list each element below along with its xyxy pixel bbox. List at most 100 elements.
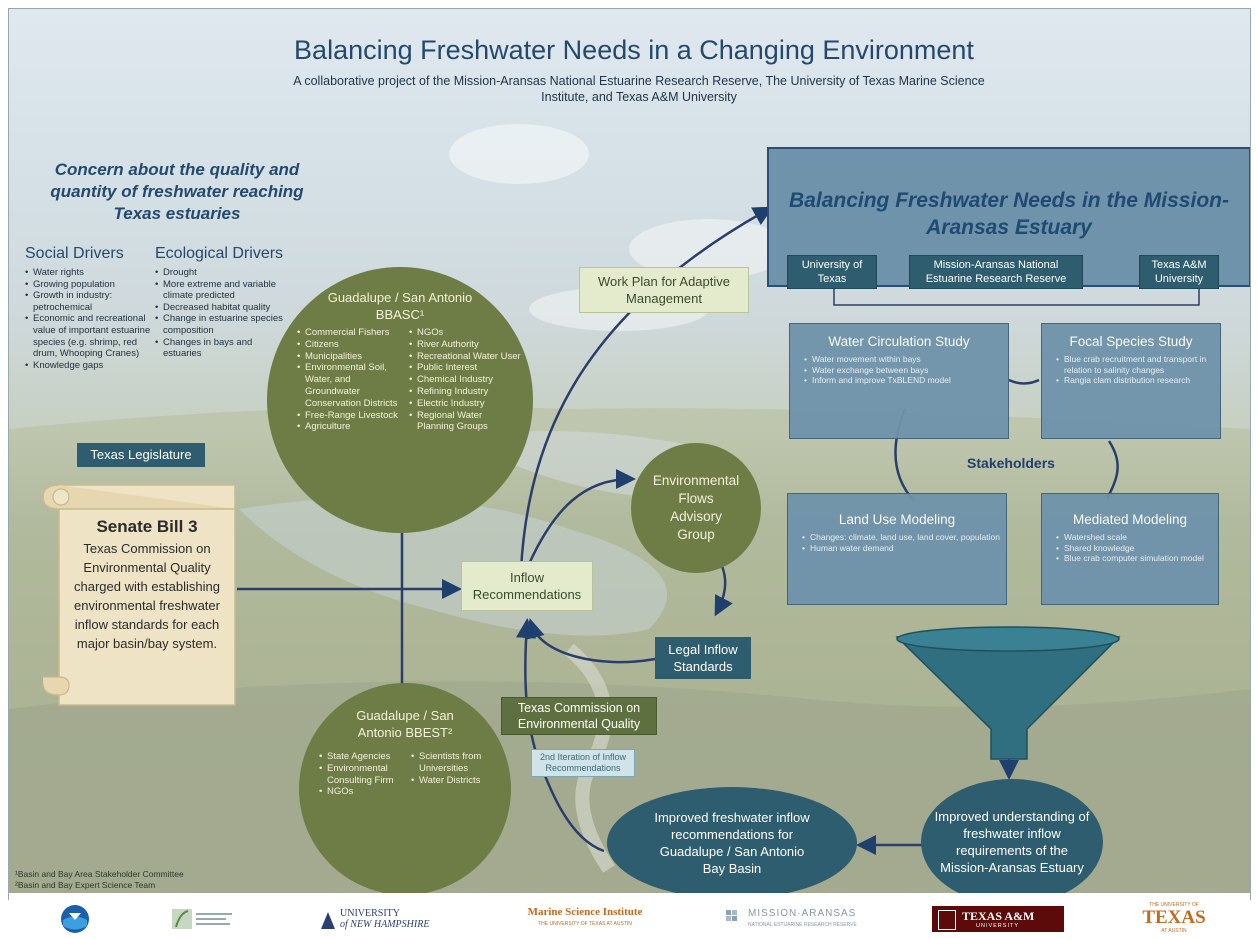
poster: Balancing Freshwater Needs in a Changing… <box>8 8 1251 903</box>
unh-building-icon <box>321 912 335 929</box>
stakeholders-label: Stakeholders <box>967 455 1055 471</box>
list-item: Free-Range Livestock <box>297 410 403 422</box>
msi-name: Marine Science Institute <box>527 906 643 918</box>
list-item: Drought <box>155 267 290 279</box>
focal-species-list: Blue crab recruitment and transport in r… <box>1042 354 1220 386</box>
list-item: Growth in industry: petrochemical <box>25 290 157 313</box>
list-item: Commercial Fishers <box>297 327 403 339</box>
mission-aransas-name: MISSION·ARANSAS <box>748 908 857 919</box>
partner-tamu: Texas A&M University <box>1139 255 1219 289</box>
poster-title: Balancing Freshwater Needs in a Changing… <box>294 35 974 65</box>
list-item: Chemical Industry <box>409 374 521 386</box>
tamu-logo: TEXAS A&M UNIVERSITY <box>932 906 1064 932</box>
list-item: State Agencies <box>319 751 411 763</box>
poster-subtitle: A collaborative project of the Mission-A… <box>293 74 985 104</box>
list-item: Water movement within bays <box>804 354 1008 365</box>
list-item: NGOs <box>409 327 521 339</box>
bbest-title: Guadalupe / San Antonio BBEST² <box>356 708 454 740</box>
improved-understanding-ellipse: Improved understanding of freshwater inf… <box>921 779 1103 902</box>
improved-understanding-label: Improved understanding of freshwater inf… <box>934 809 1090 875</box>
second-iteration-box: 2nd Iteration of Inflow Recommendations <box>531 749 635 777</box>
improved-recommendations-ellipse: Improved freshwater inflow recommendatio… <box>607 787 857 899</box>
list-item: More extreme and variable climate predic… <box>155 279 290 302</box>
unh-line1: UNIVERSITY <box>340 908 400 919</box>
ecological-drivers: Ecological Drivers Drought More extreme … <box>155 245 290 360</box>
focal-species-study: Focal Species Study Blue crab recruitmen… <box>1041 323 1221 439</box>
unh-logo: UNIVERSITY of NEW HAMPSHIRE <box>320 906 440 934</box>
tamu-mark-icon <box>938 910 956 930</box>
ecological-drivers-heading: Ecological Drivers <box>155 245 284 262</box>
msi-subtext: THE UNIVERSITY OF TEXAS AT AUSTIN <box>538 921 632 927</box>
tceq-box: Texas Commission on Environmental Qualit… <box>501 697 657 735</box>
ut-logo: THE UNIVERSITY OF TEXAS AT AUSTIN <box>1126 902 1222 936</box>
mission-aransas-logo: MISSION·ARANSAS NATIONAL ESTUARINE RESEA… <box>726 906 866 934</box>
list-item: River Authority <box>409 339 521 351</box>
footnote-bbasc: ¹Basin and Bay Area Stakeholder Committe… <box>15 869 184 879</box>
noaa-logo-icon <box>60 904 90 934</box>
senate-bill-text: Texas Commission on Environmental Qualit… <box>74 541 220 651</box>
social-drivers-heading: Social Drivers <box>25 245 124 262</box>
focal-species-title: Focal Species Study <box>1069 334 1193 349</box>
land-use-modeling: Land Use Modeling Changes: climate, land… <box>787 493 1007 605</box>
list-item: Environmental Soil, Water, and Groundwat… <box>297 362 403 409</box>
bbasc-list-left: Commercial Fishers Citizens Municipaliti… <box>297 327 403 433</box>
bbasc-list-right: NGOs River Authority Recreational Water … <box>409 327 521 433</box>
list-item: Watershed scale <box>1056 532 1218 543</box>
list-item: Public Interest <box>409 362 521 374</box>
mission-aransas-mark-icon <box>726 910 737 921</box>
partner-mission-aransas: Mission-Aransas National Estuarine Resea… <box>909 255 1083 289</box>
list-item: Refining Industry <box>409 386 521 398</box>
bbasc-title: Guadalupe / San Antonio BBASC¹ <box>327 290 473 322</box>
mediated-modeling-title: Mediated Modeling <box>1072 512 1188 527</box>
footnotes: ¹Basin and Bay Area Stakeholder Committe… <box>15 869 184 891</box>
bbest-list-right: Scientists from Universities Water Distr… <box>411 751 503 786</box>
list-item: Environmental Consulting Firm <box>319 763 411 787</box>
list-item: Shared knowledge <box>1056 543 1218 554</box>
water-circulation-study: Water Circulation Study Water movement w… <box>789 323 1009 439</box>
social-drivers: Social Drivers Water rights Growing popu… <box>25 245 157 371</box>
list-item: Changes: climate, land use, land cover, … <box>802 532 1006 543</box>
mediated-modeling-list: Watershed scale Shared knowledge Blue cr… <box>1042 532 1218 564</box>
list-item: Growing population <box>25 279 157 291</box>
water-circulation-list: Water movement within bays Water exchang… <box>790 354 1008 386</box>
list-item: Knowledge gaps <box>25 360 157 372</box>
efag-circle: Environmental Flows Advisory Group <box>631 443 761 573</box>
list-item: Water rights <box>25 267 157 279</box>
mediated-modeling: Mediated Modeling Watershed scale Shared… <box>1041 493 1219 605</box>
list-item: Agriculture <box>297 421 403 433</box>
list-item: Scientists from Universities <box>411 751 503 775</box>
list-item: Blue crab computer simulation model <box>1056 553 1218 564</box>
list-item: Regional Water Planning Groups <box>409 410 521 434</box>
bbest-list-left: State Agencies Environmental Consulting … <box>319 751 411 798</box>
list-item: Recreational Water User <box>409 351 521 363</box>
ecological-drivers-list: Drought More extreme and variable climat… <box>155 267 290 360</box>
tamu-subtext: UNIVERSITY <box>976 923 1020 929</box>
list-item: NGOs <box>319 786 411 798</box>
list-item: Rangia clam distribution research <box>1056 375 1220 386</box>
list-item: Municipalities <box>297 351 403 363</box>
tamu-name: TEXAS A&M <box>962 909 1035 923</box>
logo-strip-top <box>9 893 1250 902</box>
improved-recommendations-label: Improved freshwater inflow recommendatio… <box>654 810 810 876</box>
efag-label: Environmental Flows Advisory Group <box>652 473 740 542</box>
list-item: Changes in bays and estuaries <box>155 337 290 360</box>
work-plan-box: Work Plan for Adaptive Management <box>579 267 749 313</box>
msi-logo: Marine Science Institute THE UNIVERSITY … <box>520 906 650 934</box>
texas-legislature-label: Texas Legislature <box>77 443 205 467</box>
list-item: Citizens <box>297 339 403 351</box>
land-use-title: Land Use Modeling <box>838 512 956 527</box>
list-item: Decreased habitat quality <box>155 302 290 314</box>
concern-heading: Concern about the quality and quantity o… <box>50 160 304 223</box>
list-item: Water exchange between bays <box>804 365 1008 376</box>
list-item: Electric Industry <box>409 398 521 410</box>
list-item: Water Districts <box>411 775 503 787</box>
list-item: Change in estuarine species composition <box>155 313 290 336</box>
list-item: Blue crab recruitment and transport in r… <box>1056 354 1220 375</box>
social-drivers-list: Water rights Growing population Growth i… <box>25 267 157 371</box>
mission-aransas-subtext: NATIONAL ESTUARINE RESEARCH RESERVE <box>748 922 857 928</box>
ut-top: THE UNIVERSITY OF <box>1149 902 1199 908</box>
senate-bill-title: Senate Bill 3 <box>96 517 198 536</box>
project-title: Balancing Freshwater Needs in the Missio… <box>789 189 1229 239</box>
land-use-list: Changes: climate, land use, land cover, … <box>788 532 1006 553</box>
list-item: Inform and improve TxBLEND model <box>804 375 1008 386</box>
